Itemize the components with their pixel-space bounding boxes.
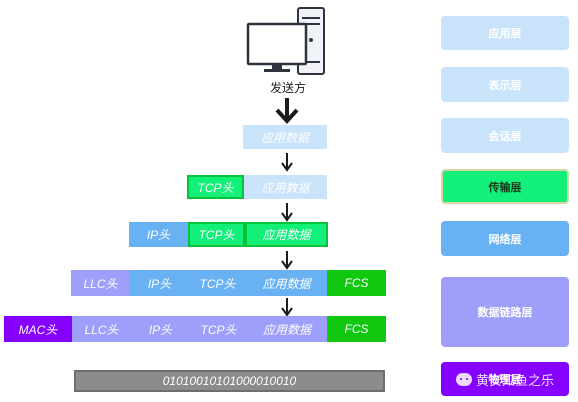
app-data-cell: 应用数据	[243, 125, 327, 149]
layer-physical-label: 物理层	[488, 373, 522, 386]
tcp-header-cell: TCP头	[188, 222, 245, 247]
fcs-cell: FCS	[327, 270, 386, 296]
layer-network: 网络层	[441, 221, 569, 256]
llc-header-cell: LLC头	[72, 316, 131, 342]
ip-header-cell: IP头	[131, 316, 190, 342]
app-data-cell: 应用数据	[244, 175, 327, 199]
layer-transport: 传输层	[441, 169, 569, 204]
tcp-header-cell: TCP头	[190, 316, 247, 342]
arrow-down-icon	[281, 298, 293, 317]
watermark: 黄安知鱼之乐	[441, 362, 569, 396]
layer-presentation: 表示层	[441, 67, 569, 102]
arrow-down-icon	[281, 203, 293, 222]
llc-header-cell: LLC头	[71, 270, 130, 296]
tcp-header-cell: TCP头	[189, 270, 246, 296]
ip-header-cell: IP头	[130, 270, 189, 296]
wechat-icon	[455, 372, 472, 386]
app-data-cell: 应用数据	[246, 270, 327, 296]
arrow-down-icon	[281, 153, 293, 172]
arrow-down-icon	[281, 251, 293, 270]
sender-label: 发送方	[269, 81, 306, 95]
mac-header-cell: MAC头	[4, 316, 72, 342]
app-data-cell: 应用数据	[247, 316, 327, 342]
layer-application: 应用层	[441, 16, 569, 50]
tcp-header-cell: TCP头	[187, 175, 244, 199]
arrow-down-icon	[275, 98, 299, 124]
layer-datalink: 数据链路层	[441, 277, 569, 347]
ip-header-cell: IP头	[129, 222, 188, 247]
app-data-cell: 应用数据	[245, 222, 328, 247]
bitstream-bar: 01010010101000010010	[74, 370, 385, 392]
computer-icon	[246, 7, 325, 75]
fcs-cell: FCS	[327, 316, 386, 342]
watermark-text: 黄安知鱼之乐	[475, 373, 554, 389]
layer-session: 会话层	[441, 118, 569, 153]
